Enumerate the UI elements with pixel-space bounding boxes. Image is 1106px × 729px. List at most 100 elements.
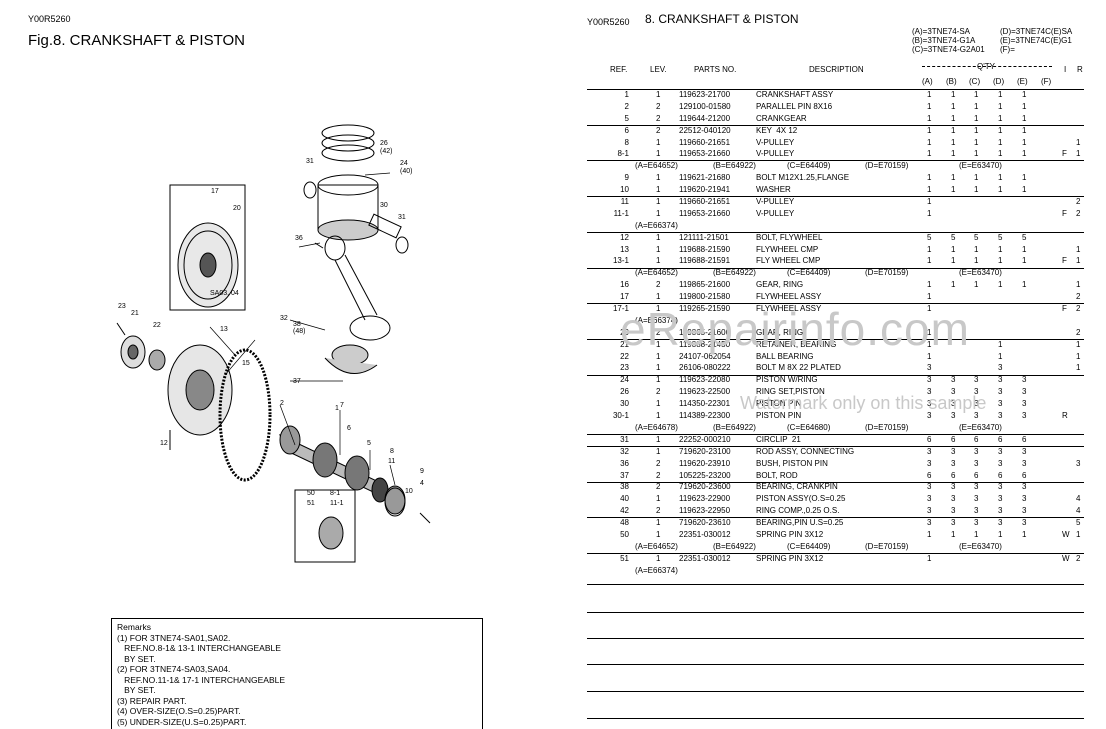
serial-note: (A=E64652) [635,268,678,278]
remarks-box: Remarks (1) FOR 3TNE74-SA01,SA02. REF.NO… [111,618,483,729]
remark-line: (1) FOR 3TNE74-SA01,SA02. [117,632,231,643]
qty: 1 [974,529,979,539]
qty: 5 [998,232,1003,242]
qty: 1 [951,280,956,290]
qty: 1 [951,125,956,135]
level: 2 [656,125,661,135]
part-number: 119800-21580 [679,292,731,302]
description: SPRING PIN 3X12 [756,529,824,539]
remark-ref: 2 [1076,292,1081,302]
qty: 1 [998,90,1003,99]
qty: 1 [927,304,932,314]
ref-no: 1 [624,90,629,99]
level: 2 [656,113,661,123]
qty: 3 [927,375,932,385]
qty: 1 [927,529,932,539]
part-number: 119660-21651 [679,137,731,147]
qty: 3 [927,506,932,516]
qty: 6 [998,470,1003,480]
qty: 3 [951,458,956,468]
ref-no: 23 [620,363,629,373]
serial-note-row: (A=E66374) [587,220,1084,232]
part-number: 24107-062054 [679,351,731,361]
description: BEARING, CRANKPIN [756,482,838,492]
legend-c: (C)=3TNE74-G2A01 [912,45,985,54]
description: BEARING,PIN U.S=0.25 [756,518,844,528]
part-number: 119621-21680 [679,173,731,183]
description: RETAINER, BEARING [756,339,837,349]
blank-rule [587,664,1084,665]
ref-no: 13-1 [612,256,629,266]
qty: 5 [974,232,979,242]
qty: 1 [998,256,1003,266]
qty: 3 [1022,375,1027,385]
qty: 3 [951,482,956,492]
level: 1 [656,244,661,254]
level: 1 [656,232,661,242]
ref-no: 10 [620,185,629,195]
qty: 3 [974,482,979,492]
blank-rule [587,638,1084,639]
qty: 1 [927,197,932,207]
qty: 3 [1022,387,1027,397]
level: 2 [656,470,661,480]
ref-no: 51 [620,553,629,563]
qty: 3 [974,411,979,421]
part-number: 119623-22500 [679,387,731,397]
level: 2 [656,482,661,492]
diagram-callout: 17 [211,188,219,195]
remark-ref: 2 [1076,327,1081,337]
part-number: 22351-030012 [679,553,731,563]
qty: 1 [927,149,932,159]
qty: 1 [998,149,1003,159]
serial-note: (A=E66374) [635,220,678,230]
diagram-callout: 4 [420,480,424,487]
piston-drawing [303,124,409,254]
serial-note: (E=E63470) [959,268,1002,278]
ref-no: 38 [620,482,629,492]
ref-no: 26 [620,387,629,397]
crankshaft-drawing [279,425,406,515]
qty: 1 [974,125,979,135]
diagram-callout: 31 [398,214,406,221]
qty: 3 [1022,458,1027,468]
blank-rule [587,718,1084,719]
row-separator [587,196,1084,198]
serial-note: (B=E64922) [713,161,756,171]
qty: 1 [1022,137,1027,147]
pulley-drawing [294,487,431,563]
remarks-title: Remarks [117,622,152,632]
remark-ref: 2 [1076,553,1081,563]
ref-no: 17 [620,292,629,302]
diagram-callout: SA03, 04 [210,290,239,297]
level: 1 [656,375,661,385]
ref-no: 40 [620,494,629,504]
qty: 3 [1022,411,1027,421]
part-number: 119623-22950 [679,506,731,516]
qty: 3 [974,506,979,516]
qty: 5 [927,232,932,242]
qty: 1 [1022,529,1027,539]
level: 1 [656,363,661,373]
diagram-callout: 11-1 [330,500,344,507]
qty: 3 [1022,482,1027,492]
part-number: 121111-21501 [679,232,729,242]
model-legend-right: (D)=3TNE74C(E)SA (E)=3TNE74C(E)G1 (F)= [1000,27,1072,54]
serial-note: (A=E64652) [635,161,678,171]
serial-note: (C=E64409) [787,541,831,551]
qty: 6 [927,470,932,480]
level: 2 [656,387,661,397]
qty: 1 [974,173,979,183]
ref-no: 48 [620,518,629,528]
col-lev: LEV. [650,65,667,74]
interchange-flag: F [1062,149,1067,159]
